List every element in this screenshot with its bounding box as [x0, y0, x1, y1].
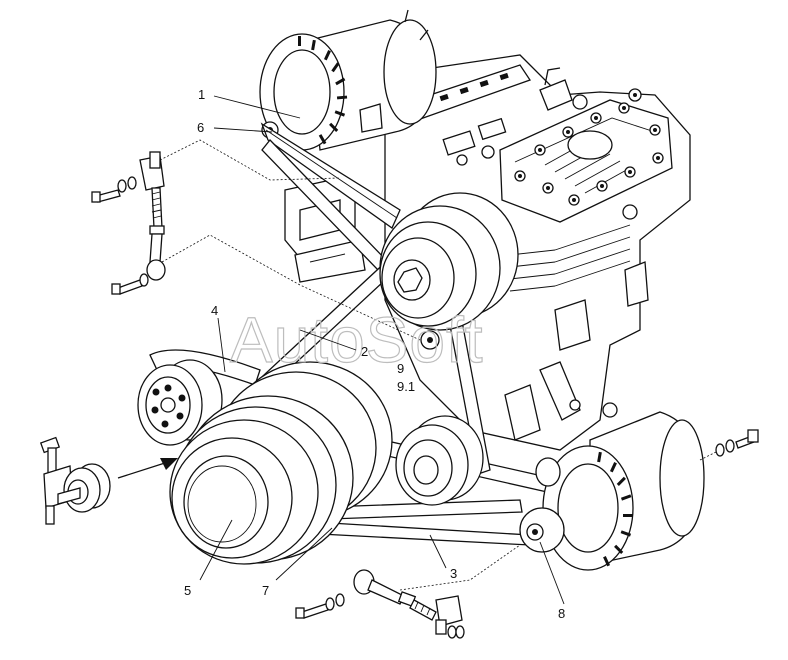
alternator-fan-ring	[298, 36, 348, 145]
top-alternator	[259, 9, 437, 151]
assembly-line-upper-b	[161, 234, 421, 341]
middle-idler-pulley	[395, 415, 484, 506]
crankshaft-pulley	[169, 361, 393, 565]
callout-3: 3	[450, 566, 457, 581]
assembly-line-upper-a	[159, 139, 341, 181]
callout-7: 7	[262, 583, 269, 598]
upper-tensioner-rod	[91, 151, 166, 295]
leader-lines	[199, 95, 565, 605]
left-tensioner-assembly	[39, 436, 111, 525]
right-bolt-assembly	[699, 429, 759, 461]
tension-pulley	[379, 192, 519, 350]
callout-4: 4	[211, 303, 218, 318]
left-idler-pulley	[137, 359, 223, 446]
top-fittings	[442, 67, 642, 166]
watermark-text: AutoSoft	[230, 304, 484, 376]
callout-8: 8	[558, 606, 565, 621]
lower-tensioner-rod	[295, 544, 521, 639]
direction-arrow	[117, 458, 178, 479]
bottom-alternator-fan-ring	[597, 451, 633, 567]
callout-1: 1	[198, 87, 205, 102]
callout-labels: 1 6 4 2 9 9.1 5 7 3 8	[184, 87, 565, 621]
head-bolts	[514, 102, 664, 206]
callout-2: 2	[361, 344, 368, 359]
callout-6: 6	[197, 120, 204, 135]
callout-9: 9	[397, 361, 404, 376]
callout-9-1: 9.1	[397, 379, 415, 394]
callout-5: 5	[184, 583, 191, 598]
bottom-alternator	[519, 411, 705, 571]
